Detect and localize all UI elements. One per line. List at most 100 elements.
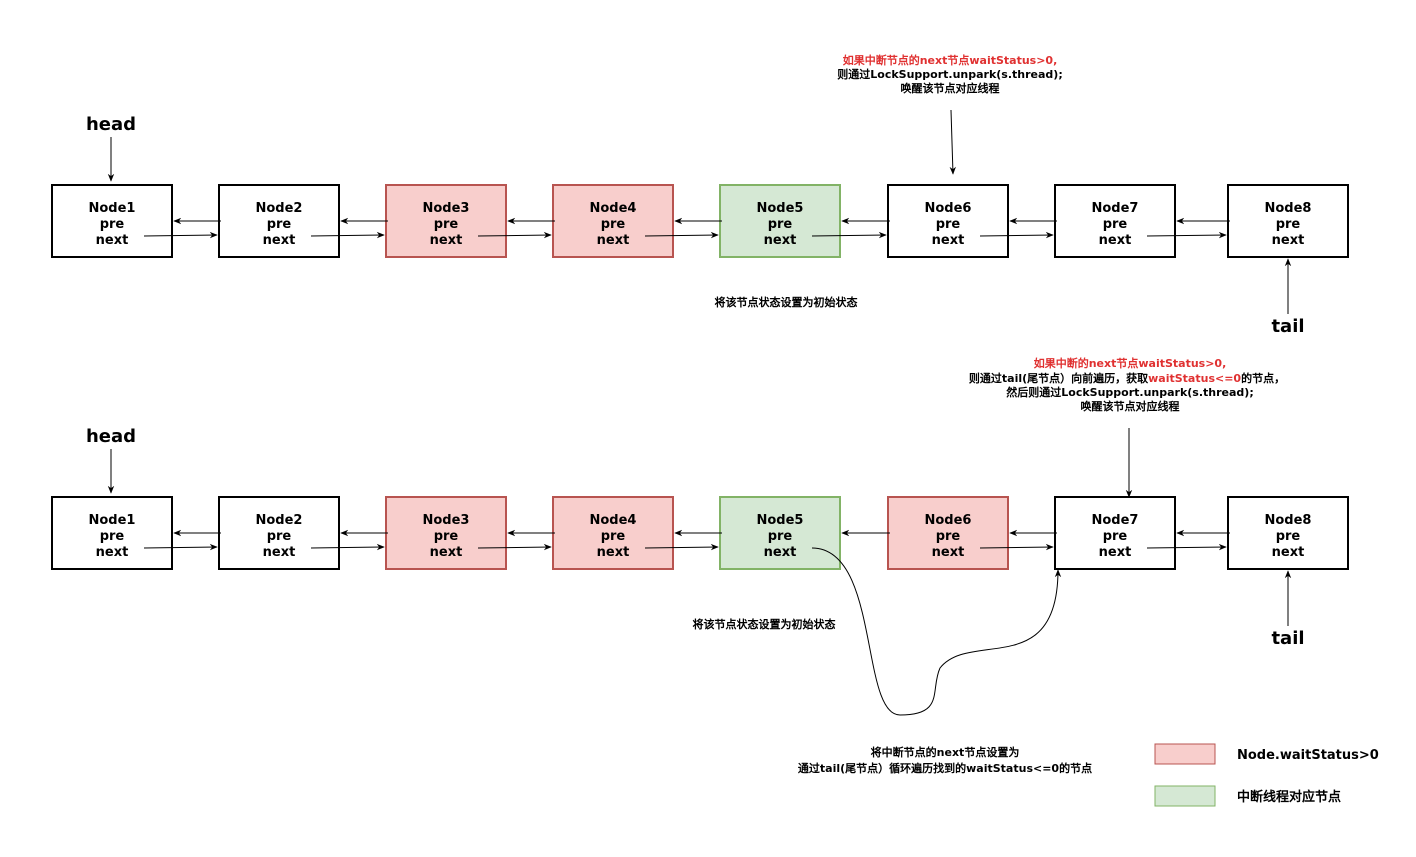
bottom-node-name: Node2 bbox=[256, 513, 303, 528]
top-init-note: 将该节点状态设置为初始状态 bbox=[715, 295, 858, 309]
bottom-node-next: next bbox=[1272, 545, 1305, 560]
bottom-node-name: Node8 bbox=[1265, 513, 1312, 528]
bottom-node-box bbox=[1054, 496, 1176, 570]
bottom-next-arrow bbox=[143, 543, 218, 551]
top-next-arrow bbox=[477, 231, 552, 239]
bottom-node-next: next bbox=[932, 545, 965, 560]
top-node-pre: pre bbox=[434, 217, 459, 232]
top-node-next: next bbox=[764, 233, 797, 248]
top-node-pre: pre bbox=[267, 217, 292, 232]
top-note-arrow bbox=[949, 109, 956, 175]
bottom-node-name: Node7 bbox=[1092, 513, 1139, 528]
bottom-note-line-1: 如果中断的next节点waitStatus>0, bbox=[1034, 356, 1227, 370]
bottom-note-line-2c: 的节点， bbox=[1241, 371, 1285, 385]
top-section: head Node1prenextNode2prenextNode3prenex… bbox=[51, 53, 1349, 337]
legend: Node.waitStatus>0 中断线程对应节点 bbox=[1154, 743, 1379, 807]
bottom-node-pre: pre bbox=[100, 529, 125, 544]
bottom-section: head Node1prenextNode2prenextNode3prenex… bbox=[51, 356, 1349, 775]
bottom-node-pre: pre bbox=[434, 529, 459, 544]
bottom-node-box bbox=[552, 496, 674, 570]
bottom-next-arrow bbox=[644, 543, 719, 551]
top-next-arrow bbox=[811, 231, 887, 239]
top-node-name: Node4 bbox=[590, 201, 637, 216]
top-note-line-2: 则通过LockSupport.unpark(s.thread); bbox=[837, 67, 1062, 81]
top-node-name: Node8 bbox=[1265, 201, 1312, 216]
bottom-node-pre: pre bbox=[768, 529, 793, 544]
top-node-name: Node6 bbox=[925, 201, 972, 216]
top-node-box bbox=[887, 184, 1009, 258]
bottom-node-name: Node6 bbox=[925, 513, 972, 528]
top-node-pre: pre bbox=[601, 217, 626, 232]
bottom-node-row: Node1prenextNode2prenextNode3prenextNode… bbox=[51, 496, 1349, 570]
legend-label-green: 中断线程对应节点 bbox=[1237, 789, 1341, 805]
bottom-head-label: head bbox=[86, 426, 136, 447]
bottom-node-box bbox=[887, 496, 1009, 570]
bottom-note-line-4: 唤醒该节点对应线程 bbox=[1081, 399, 1180, 413]
top-node-box bbox=[51, 184, 173, 258]
top-next-arrow bbox=[979, 231, 1054, 239]
top-node-pre: pre bbox=[768, 217, 793, 232]
bottom-node-pre: pre bbox=[267, 529, 292, 544]
top-node-next: next bbox=[96, 233, 129, 248]
bottom-node-box bbox=[51, 496, 173, 570]
bottom-next-arrow bbox=[1146, 543, 1227, 551]
top-node-name: Node3 bbox=[423, 201, 470, 216]
top-next-arrow bbox=[310, 231, 385, 239]
bottom-node-name: Node3 bbox=[423, 513, 470, 528]
bottom-node-pre: pre bbox=[936, 529, 961, 544]
bottom-node-box bbox=[719, 496, 841, 570]
top-node-next: next bbox=[932, 233, 965, 248]
bottom-node-next: next bbox=[597, 545, 630, 560]
bottom-node-next: next bbox=[263, 545, 296, 560]
top-node-box bbox=[1227, 184, 1349, 258]
bottom-init-note: 将该节点状态设置为初始状态 bbox=[693, 617, 836, 631]
top-node-name: Node1 bbox=[89, 201, 136, 216]
top-next-arrow bbox=[143, 231, 218, 239]
top-head-label: head bbox=[86, 114, 136, 135]
top-note-line-3: 唤醒该节点对应线程 bbox=[901, 81, 1000, 95]
legend-swatch-red bbox=[1154, 743, 1216, 765]
top-node-next: next bbox=[1099, 233, 1132, 248]
top-tail-label: tail bbox=[1271, 316, 1304, 337]
bottom-node-next: next bbox=[764, 545, 797, 560]
bottom-note-line-3: 然后则通过LockSupport.unpark(s.thread); bbox=[1006, 385, 1253, 399]
bottom-node-next: next bbox=[430, 545, 463, 560]
top-node-name: Node7 bbox=[1092, 201, 1139, 216]
top-next-arrow bbox=[644, 231, 719, 239]
top-node-next: next bbox=[430, 233, 463, 248]
top-link-arrows bbox=[143, 217, 1230, 239]
top-node-box bbox=[719, 184, 841, 258]
bottom-note-line-2a: 则通过tail(尾节点）向前遍历，获取 bbox=[969, 371, 1148, 385]
bottom-curve-arrow bbox=[811, 547, 1062, 716]
bottom-node-box bbox=[1227, 496, 1349, 570]
bottom-note-line-2b: waitStatus<=0 bbox=[1148, 372, 1241, 385]
top-node-pre: pre bbox=[100, 217, 125, 232]
bottom-note-line-2: 则通过tail(尾节点）向前遍历，获取waitStatus<=0的节点， bbox=[969, 371, 1285, 385]
bottom-node-next: next bbox=[1099, 545, 1132, 560]
bottom-curve-note-1: 将中断节点的next节点设置为 bbox=[871, 745, 1020, 759]
bottom-node-name: Node1 bbox=[89, 513, 136, 528]
top-node-next: next bbox=[263, 233, 296, 248]
bottom-node-pre: pre bbox=[1103, 529, 1128, 544]
bottom-node-name: Node5 bbox=[757, 513, 804, 528]
top-note-line-1: 如果中断节点的next节点waitStatus>0, bbox=[843, 53, 1058, 67]
legend-swatch-green bbox=[1154, 785, 1216, 807]
top-node-pre: pre bbox=[1276, 217, 1301, 232]
bottom-node-pre: pre bbox=[1276, 529, 1301, 544]
bottom-curve-note-2: 通过tail(尾节点）循环遍历找到的waitStatus<=0的节点 bbox=[798, 761, 1092, 775]
